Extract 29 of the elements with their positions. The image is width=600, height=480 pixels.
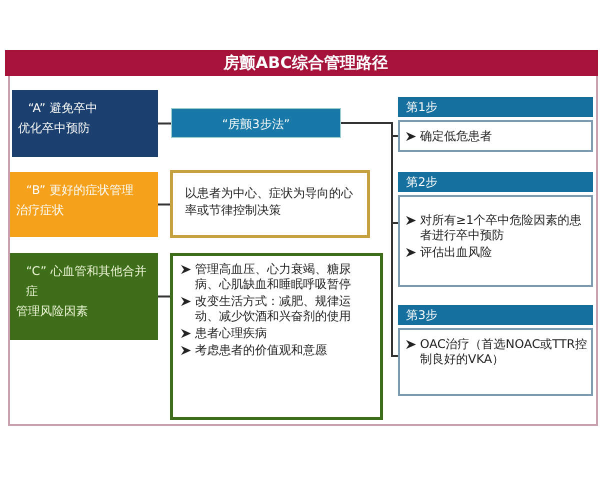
pillar-text: 管理风险因素 <box>16 303 89 320</box>
pillar-box <box>12 90 158 157</box>
pillar-heading: “C” 心血管和其他合并症 <box>25 263 148 300</box>
detail-box <box>170 253 383 420</box>
pillar-text: 优化卒中预防 <box>18 120 91 137</box>
bullet-text: 对所有≥1个卒中危险因素的患者进行卒中预防 <box>420 213 582 242</box>
bullet-text: 评估出血风险 <box>420 245 492 259</box>
bullet-text: 改变生活方式：减肥、规律运动、减少饮酒和兴奋剂的使用 <box>195 294 351 323</box>
bullet-text: 患者心理疾病 <box>195 326 267 340</box>
detail-text: 以患者为中心、症状为导向的心率或节律控制决策 <box>185 185 354 219</box>
pillar-heading: “B” 更好的症状管理 <box>25 182 134 199</box>
pillar-box <box>10 253 158 340</box>
method-box: “房颤3步法” <box>171 108 341 138</box>
title-banner: 房颤ABC综合管理路径 <box>5 50 598 76</box>
pillar-text: 治疗症状 <box>16 202 65 219</box>
bullet-text: 考虑患者的价值观和意愿 <box>195 343 327 357</box>
step-heading: 第3步 <box>398 305 593 325</box>
detail-box <box>170 170 370 238</box>
pillar-heading: “A” 避免卒中 <box>27 100 98 117</box>
step-heading: 第2步 <box>398 172 593 192</box>
connector-line <box>158 122 171 124</box>
bullet-text: 确定低危患者 <box>420 129 492 143</box>
bullet-text: OAC治疗（首选NOAC或TTR控制良好的VKA） <box>420 337 587 366</box>
bullet-text: 管理高血压、心力衰竭、糖尿病、心肌缺血和睡眠呼吸暂停 <box>195 262 351 291</box>
pillar-box <box>10 172 158 237</box>
connector-line <box>158 296 170 298</box>
connector-line <box>158 204 170 206</box>
step-heading: 第1步 <box>398 97 593 117</box>
connector-line <box>341 122 398 357</box>
